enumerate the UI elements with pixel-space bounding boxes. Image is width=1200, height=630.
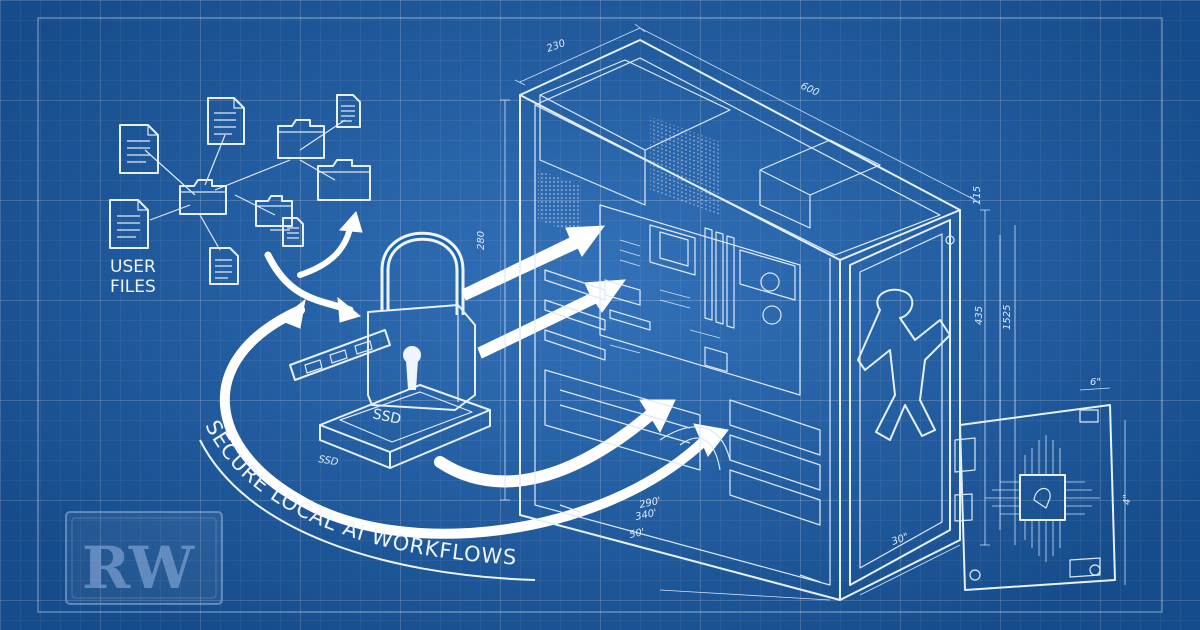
arrowhead-icon xyxy=(693,423,729,457)
document-icon xyxy=(282,217,304,247)
drawing-border xyxy=(37,17,1163,613)
ssd-to-case-arrow xyxy=(434,409,656,488)
document-icon xyxy=(207,97,245,145)
arrowhead-icon xyxy=(337,296,362,323)
dim-board-height: 4" xyxy=(1122,494,1133,505)
files-to-lock-arrow xyxy=(264,251,354,314)
tagline-underline xyxy=(199,439,536,581)
folder-icon xyxy=(255,195,293,227)
document-icon xyxy=(119,124,159,174)
pc-case xyxy=(519,39,961,601)
user-files-label-line2: FILES xyxy=(110,277,156,297)
dimension-lines: 230 600 280 115 435 1525 290' 340' 50' 3… xyxy=(476,23,1016,601)
dim-right-3: 1525 xyxy=(1002,305,1013,330)
dim-right-2: 435 xyxy=(974,306,985,325)
document-icon xyxy=(109,199,149,249)
ssd-label: SSD xyxy=(371,406,402,428)
dim-bottom-4: 30" xyxy=(890,532,910,548)
dim-case-height: 280 xyxy=(476,231,487,250)
arrow-to-board xyxy=(477,279,627,359)
files-return-arrow xyxy=(297,225,353,278)
folder-icon xyxy=(179,179,227,215)
document-icon xyxy=(209,247,239,285)
dim-bottom-3: 50' xyxy=(628,527,645,541)
logo-text: RW xyxy=(82,534,195,602)
padlock-icon xyxy=(367,231,476,411)
folder-icon xyxy=(317,159,371,201)
rw-logo-stamp: RW xyxy=(65,511,223,605)
arrowhead-icon xyxy=(338,210,363,233)
loop-arrow xyxy=(220,305,710,539)
sbc-chip xyxy=(1019,474,1066,521)
dim-bottom-2: 340' xyxy=(634,508,658,523)
dim-right-1: 115 xyxy=(972,186,983,205)
ram-module xyxy=(289,329,391,381)
user-files-label-line1: USER xyxy=(110,257,156,277)
ssd-drive: SSD SSD xyxy=(317,384,491,469)
data-flow-arrows xyxy=(220,225,729,539)
dim-board-width: 6" xyxy=(1090,377,1101,388)
document-icon xyxy=(336,94,361,128)
ssd-dimension-label: SSD xyxy=(317,454,339,468)
arrow-to-cpu xyxy=(461,225,606,301)
folder-icon xyxy=(277,119,325,159)
dim-case-width: 600 xyxy=(799,81,821,99)
dim-bottom-1: 290' xyxy=(638,496,662,511)
single-board-computer: 6" 4" xyxy=(954,377,1133,591)
user-files-cluster: USER FILES xyxy=(109,94,371,297)
dim-case-depth: 230 xyxy=(545,38,567,55)
arrowhead-icon xyxy=(279,298,306,329)
